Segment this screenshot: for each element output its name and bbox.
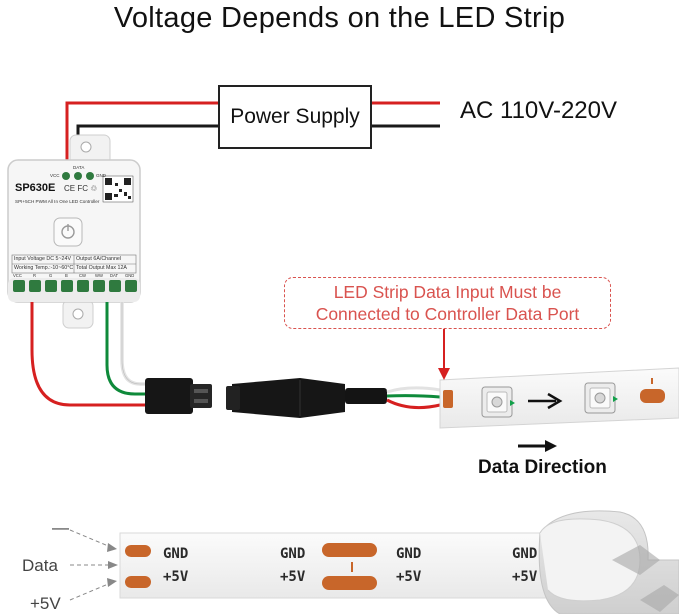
side-label-data: Data xyxy=(22,556,58,575)
strip-arrow-icon xyxy=(528,392,563,410)
pad-label-gnd-3: GND xyxy=(396,546,422,562)
side-label-plus5v: +5V xyxy=(30,594,61,613)
male-connector xyxy=(145,378,212,414)
pad-label-5v-1: +5V xyxy=(163,569,189,585)
bottom-terminal-row xyxy=(13,280,137,292)
qr-code xyxy=(102,175,134,203)
terminal-label-data: DATA xyxy=(73,165,85,170)
bottom-terminal-label-b: B xyxy=(65,273,68,278)
power-supply-box: Power Supply xyxy=(218,85,372,149)
strip-wire-white xyxy=(386,386,441,394)
power-button[interactable] xyxy=(53,217,83,247)
strip-wire-red xyxy=(386,398,441,410)
callout-line-1: LED Strip Data Input Must be xyxy=(333,282,562,302)
out-wire-red xyxy=(30,302,145,407)
ac-input-label: AC 110V-220V xyxy=(460,97,617,124)
pad-label-gnd-2: GND xyxy=(280,546,306,562)
bottom-terminal-label-vcc: VCC xyxy=(13,273,22,278)
data-input-callout: LED Strip Data Input Must be Connected t… xyxy=(284,277,611,329)
terminal-label-vcc: VCC xyxy=(50,173,60,178)
bottom-terminal-label-ww: WW xyxy=(95,273,103,278)
bottom-terminal-label-r: R xyxy=(33,273,37,278)
bottom-terminal-label-g: G xyxy=(49,273,53,278)
led-strip-lower xyxy=(119,532,551,599)
out-wire-green xyxy=(105,302,145,396)
female-connector xyxy=(226,378,387,418)
controller-model: SP630E xyxy=(15,182,56,194)
terminal-data xyxy=(74,172,82,180)
controller-cert-marks: CE FC ♲ xyxy=(64,184,98,193)
callout-pointer xyxy=(438,329,450,380)
controller-subtitle: SPI+5CH PWM All In One LED Controller xyxy=(15,199,100,204)
power-supply-label: Power Supply xyxy=(230,105,360,128)
terminal-gnd xyxy=(86,172,94,180)
bottom-terminal-label-dat: DAT xyxy=(110,273,119,278)
spec-cell-output: Output 6A/Channel xyxy=(76,256,122,262)
pad-label-5v-4: +5V xyxy=(512,569,538,585)
pad-label-5v-2: +5V xyxy=(280,569,306,585)
terminal-vcc xyxy=(62,172,70,180)
side-label-minus: — xyxy=(52,518,69,537)
out-wire-white-outline xyxy=(121,302,145,385)
strip-wire-green xyxy=(386,394,441,399)
spec-cell-total: Total Output Max 12A xyxy=(76,265,127,271)
page-title: Voltage Depends on the LED Strip xyxy=(113,2,566,34)
tape-roll xyxy=(538,510,679,614)
data-direction-arrow-icon xyxy=(518,440,557,452)
pad-label-gnd-1: GND xyxy=(163,546,189,562)
spec-cell-temp: Working Temp.:-10~60°C xyxy=(14,265,74,271)
data-direction-label: Data Direction xyxy=(478,457,607,478)
dc-wire-red xyxy=(65,101,218,165)
bottom-terminal-label-cw: CW xyxy=(79,273,86,278)
callout-line-2: Connected to Controller Data Port xyxy=(315,304,580,324)
terminal-label-gnd: GND xyxy=(96,173,106,178)
side-leads xyxy=(69,529,118,601)
spec-table-grid xyxy=(11,254,137,274)
led-chip-1 xyxy=(481,386,515,418)
pad-label-5v-3: +5V xyxy=(396,569,422,585)
bottom-terminal-label-gnd: GND xyxy=(125,273,135,278)
spec-cell-input: Input Voltage DC 5~24V xyxy=(14,256,71,262)
out-wire-white xyxy=(120,302,145,386)
led-chip-2 xyxy=(584,382,618,414)
led-strip-upper xyxy=(439,367,679,429)
pad-label-gnd-4: GND xyxy=(512,546,538,562)
